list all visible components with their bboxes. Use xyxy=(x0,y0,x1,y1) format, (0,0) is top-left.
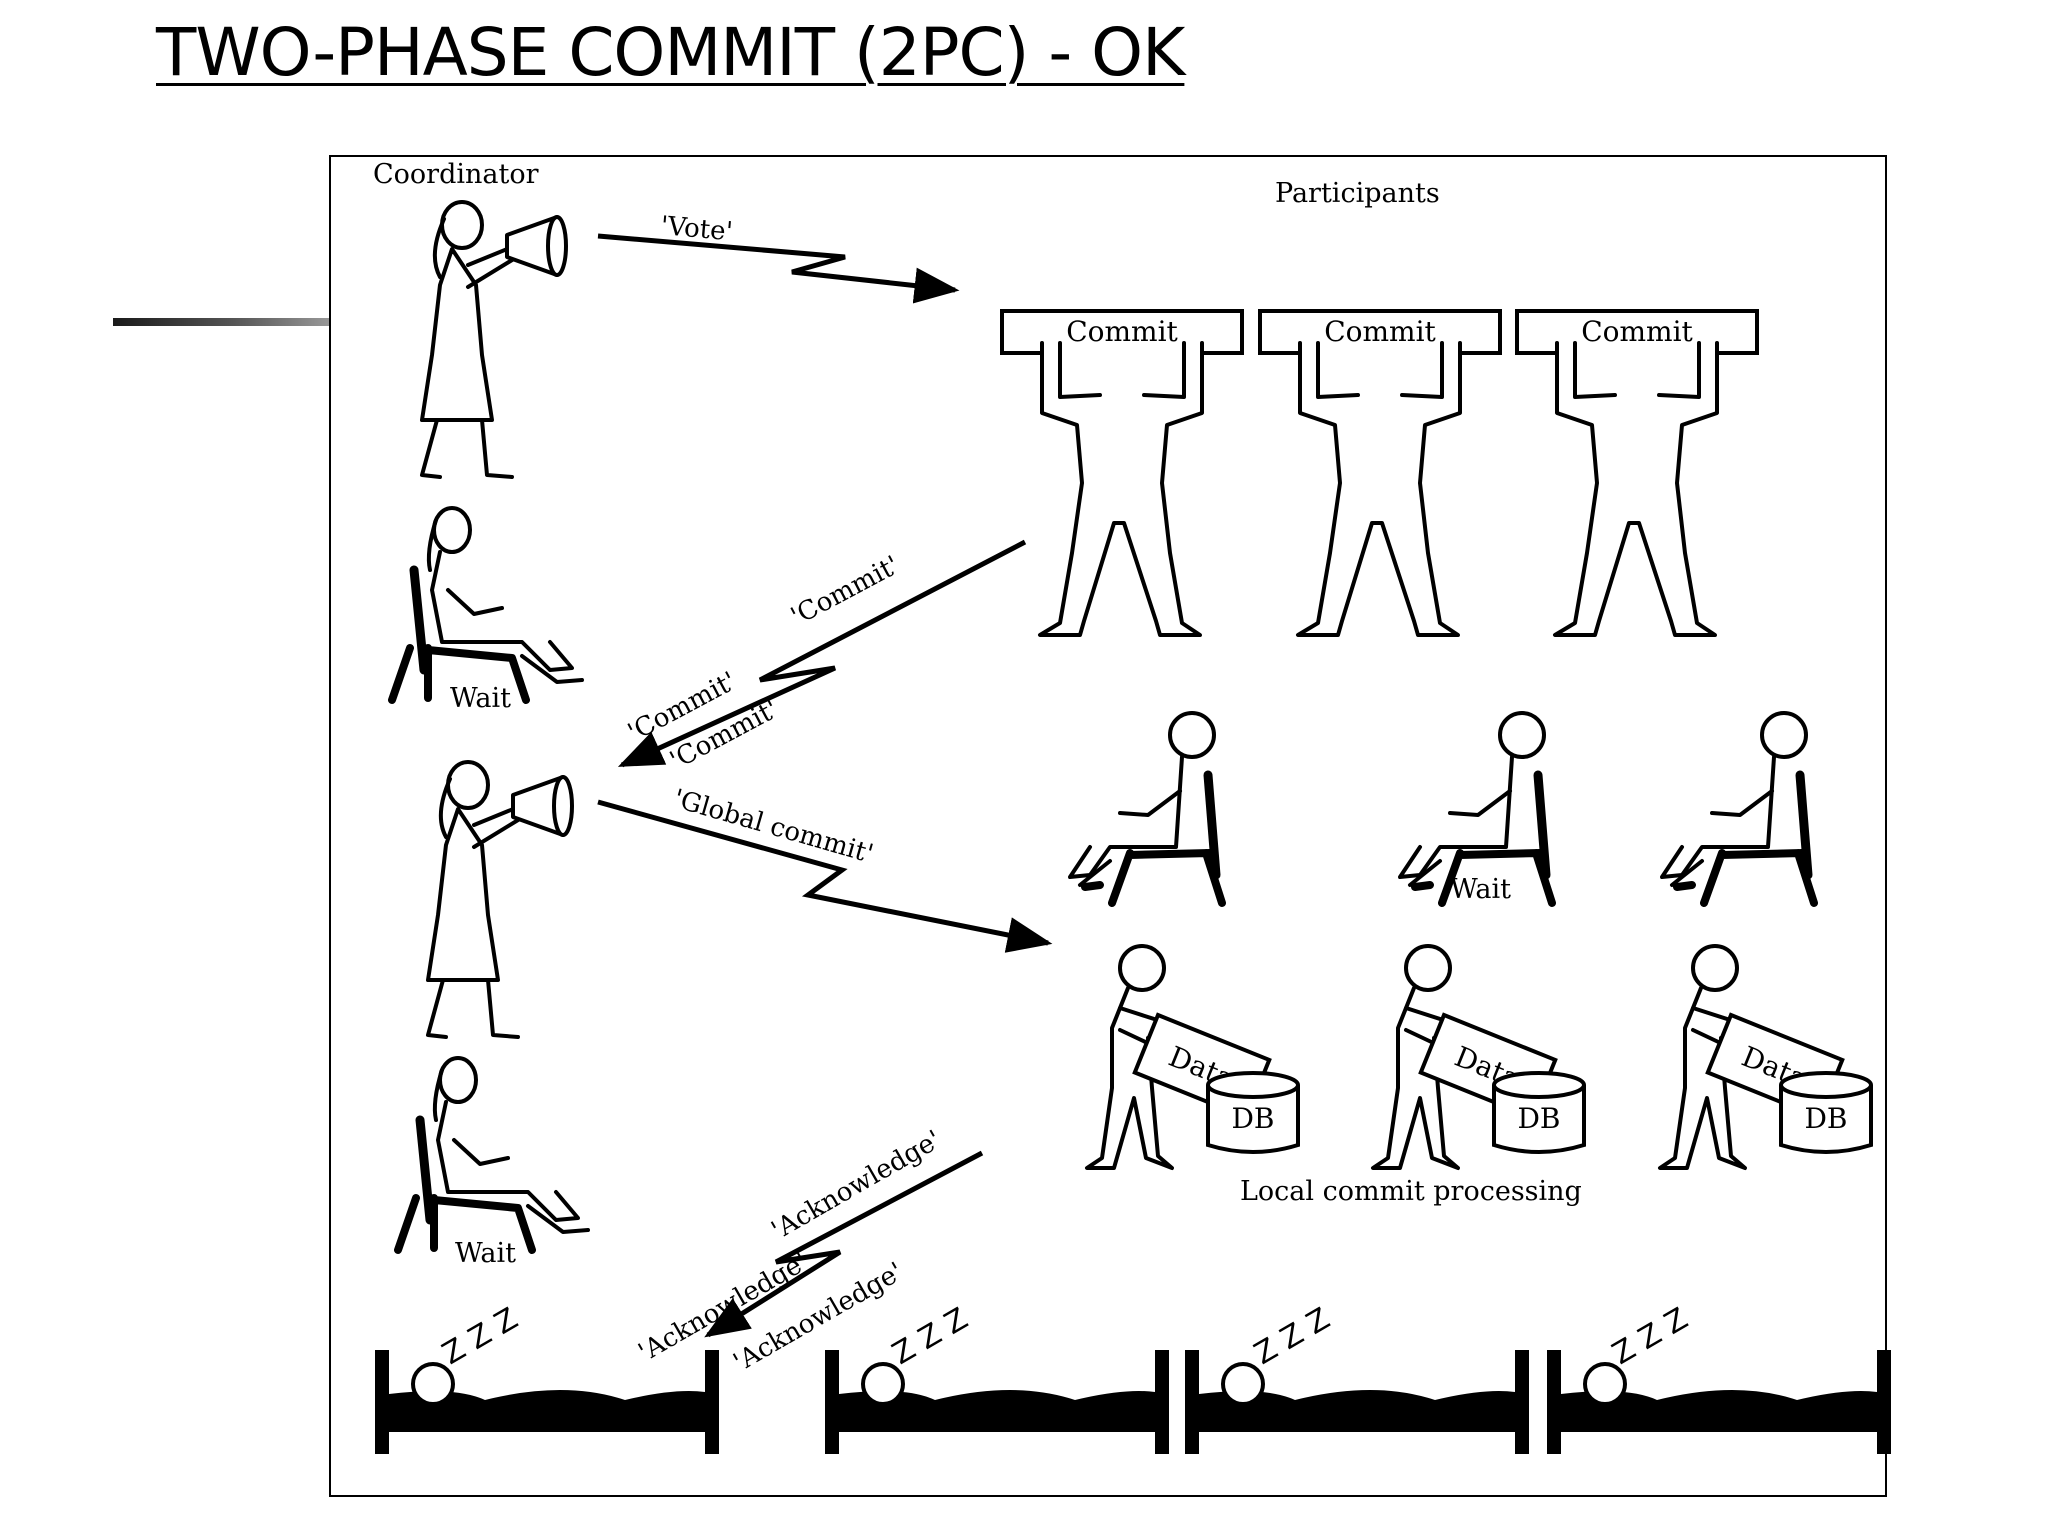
participant-lifter-2 xyxy=(1296,341,1462,637)
coordinator-wait-label-2: Wait xyxy=(455,1238,516,1269)
commit-box-1-label: Commit xyxy=(1066,315,1178,348)
coordinator-bed xyxy=(373,1348,721,1456)
db-label-2: DB xyxy=(1517,1102,1560,1135)
participants-label: Participants xyxy=(1275,178,1440,209)
commit-reply-1: 'Commit' xyxy=(786,550,904,632)
participant-bed-3 xyxy=(1545,1348,1893,1456)
coordinator-sleep-marks: Z Z Z xyxy=(437,1301,524,1372)
commit-box-2-label: Commit xyxy=(1324,315,1436,348)
vote-arrow xyxy=(597,233,960,304)
local-commit-processing-label: Local commit processing xyxy=(1240,1176,1582,1207)
slide-title: TWO-PHASE COMMIT (2PC) - OK xyxy=(156,14,1185,91)
participants-wait-label: Wait xyxy=(1450,874,1511,905)
coordinator-wait-label-1: Wait xyxy=(450,683,511,714)
global-commit-message: 'Global commit' xyxy=(670,784,876,870)
vote-message: 'Vote' xyxy=(659,211,734,247)
coordinator-waiting-figure xyxy=(392,508,582,700)
global-commit-arrow xyxy=(597,799,1053,953)
commit-box-3-label: Commit xyxy=(1581,315,1693,348)
participant-bed-2 xyxy=(1183,1348,1531,1456)
participant-waiting-1 xyxy=(1070,713,1222,903)
participant-3-sleep-marks: Z Z Z xyxy=(1607,1301,1694,1372)
coordinator-megaphone-figure xyxy=(420,200,568,479)
participant-lifter-1 xyxy=(1038,341,1204,637)
participant-2-sleep-marks: Z Z Z xyxy=(1249,1301,1336,1372)
participant-lifter-3 xyxy=(1553,341,1719,637)
acknowledge-arrow xyxy=(704,1150,984,1338)
title-rule xyxy=(113,318,333,326)
db-label-1: DB xyxy=(1231,1102,1274,1135)
coordinator-waiting-figure-2 xyxy=(398,1058,588,1250)
coordinator-label: Coordinator xyxy=(373,159,539,190)
coordinator-broadcast-figure xyxy=(426,760,574,1039)
commit-reply-arrow xyxy=(617,539,1027,768)
db-label-3: DB xyxy=(1804,1102,1847,1135)
participant-bed-1 xyxy=(823,1348,1171,1456)
participant-waiting-3 xyxy=(1662,713,1814,903)
participant-1-sleep-marks: Z Z Z xyxy=(887,1301,974,1372)
